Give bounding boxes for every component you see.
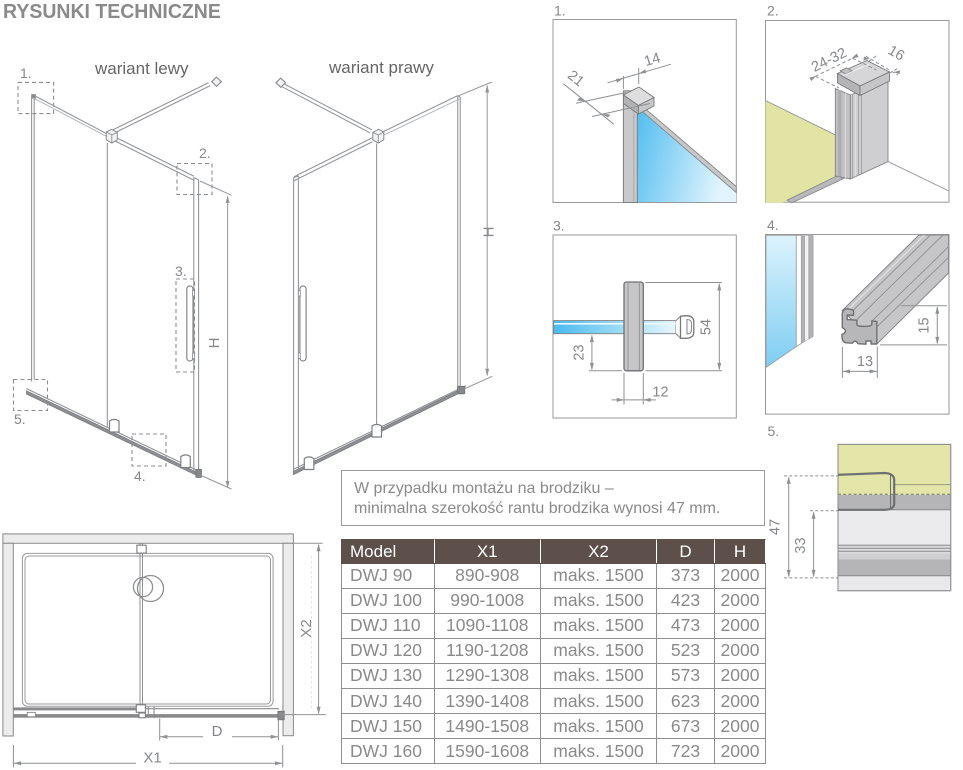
- svg-text:X1: X1: [143, 749, 161, 766]
- svg-text:D: D: [212, 723, 223, 740]
- svg-text:47: 47: [768, 519, 784, 535]
- svg-text:4.: 4.: [767, 217, 779, 233]
- svg-text:H: H: [481, 227, 498, 238]
- svg-text:3.: 3.: [553, 218, 565, 234]
- svg-text:4.: 4.: [134, 468, 146, 484]
- svg-text:3.: 3.: [175, 263, 187, 279]
- svg-text:54: 54: [699, 319, 715, 335]
- svg-text:13: 13: [857, 354, 873, 370]
- svg-text:23: 23: [572, 344, 588, 360]
- svg-text:2.: 2.: [199, 145, 211, 161]
- svg-text:X2: X2: [298, 619, 315, 637]
- svg-text:15: 15: [917, 317, 933, 333]
- svg-text:16: 16: [885, 43, 907, 65]
- svg-text:2.: 2.: [767, 3, 779, 19]
- svg-text:5.: 5.: [14, 411, 26, 427]
- svg-text:33: 33: [793, 537, 809, 553]
- svg-text:5.: 5.: [768, 423, 780, 439]
- svg-text:1.: 1.: [20, 65, 32, 81]
- svg-text:H: H: [206, 338, 223, 349]
- svg-text:21: 21: [564, 68, 587, 91]
- svg-text:1.: 1.: [554, 3, 566, 19]
- svg-text:14: 14: [642, 50, 662, 70]
- svg-text:12: 12: [652, 385, 668, 401]
